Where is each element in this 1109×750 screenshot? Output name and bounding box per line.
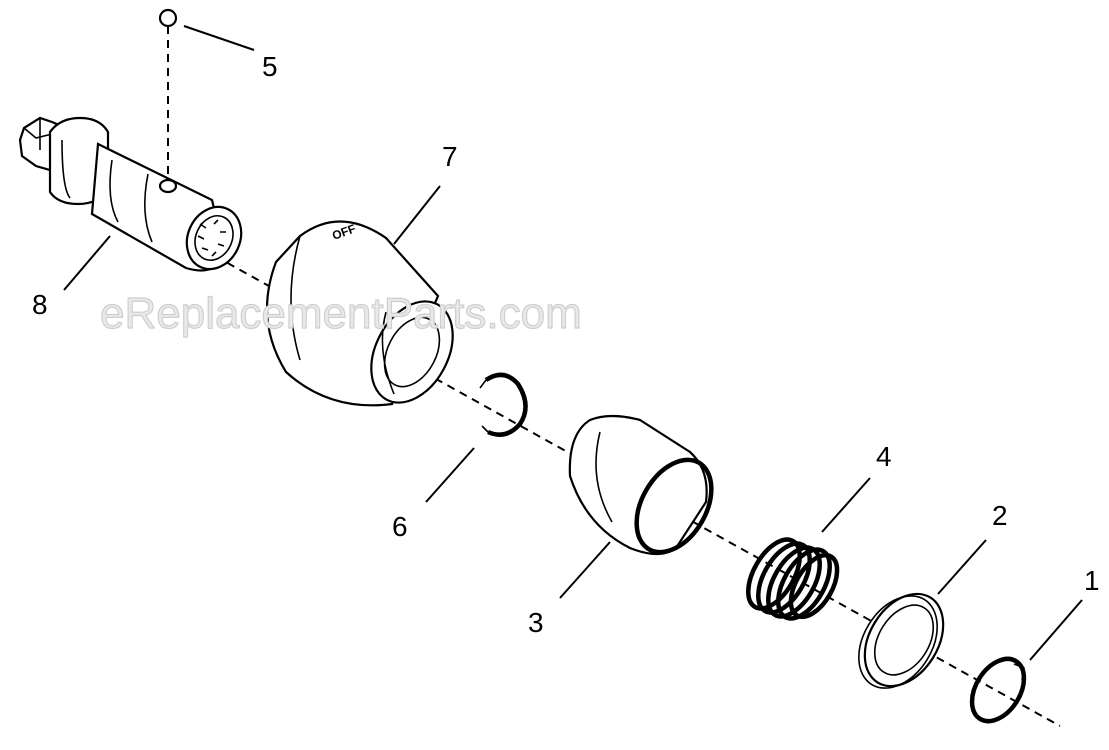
callout-5: 5 (262, 51, 278, 82)
callout-8: 8 (32, 289, 48, 320)
part-6-retaining-ring (479, 372, 528, 437)
part-4-spring (746, 537, 840, 621)
part-2-washer (858, 592, 945, 689)
callout-1: 1 (1084, 565, 1100, 596)
part-7-cap: OFF (266, 220, 454, 407)
watermark: eReplacementParts.com (100, 289, 582, 338)
callout-2: 2 (992, 500, 1008, 531)
leader-lines (63, 25, 1083, 661)
part-5-pin (158, 8, 178, 28)
part-3-sleeve (568, 414, 714, 556)
callout-6: 6 (392, 511, 408, 542)
callout-4: 4 (876, 441, 892, 472)
callout-3: 3 (528, 607, 544, 638)
part-8-shaft (18, 116, 243, 272)
callout-7: 7 (442, 141, 458, 172)
part-1-clip-ring (969, 656, 1027, 724)
